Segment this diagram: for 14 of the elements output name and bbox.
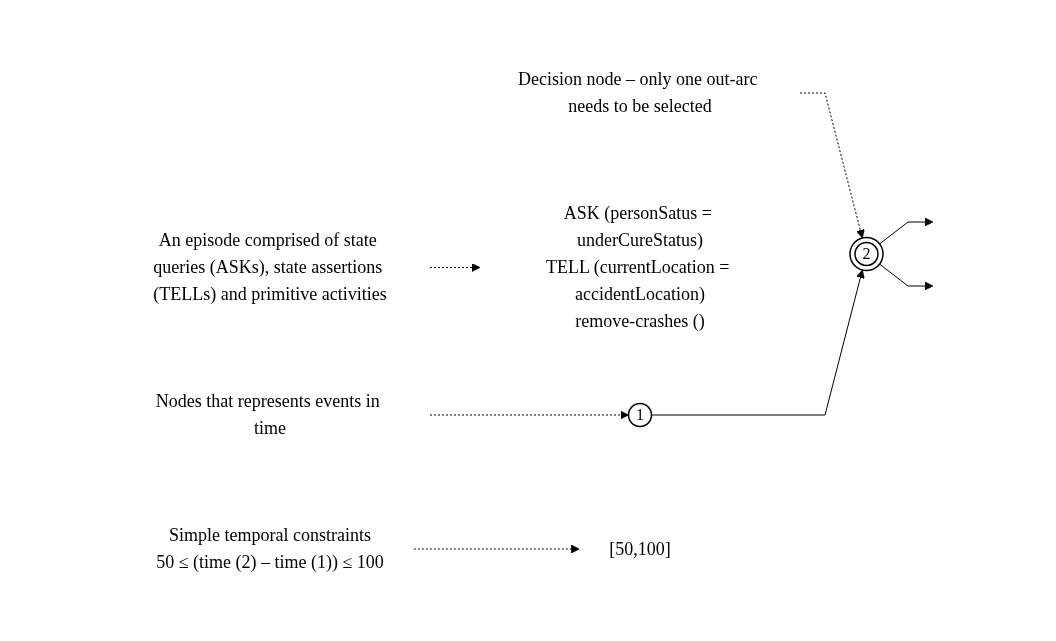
arrow (412, 544, 580, 553)
node-text: ASK (personSatus = underCureStatus) TELL (currentLocation = accidentLocation) remove-crashes () (545, 202, 729, 331)
arrow (878, 263, 933, 290)
arrow (429, 262, 480, 272)
node-text: [50,100] (608, 538, 671, 558)
node-circle: 2 (848, 236, 884, 271)
arrow (878, 217, 933, 244)
node-text: Decision node – only one out-arc needs to be selected (517, 68, 757, 116)
node-text: Nodes that represents events in time (155, 390, 380, 438)
node-text: An episode comprised of state queries (ASKs), state assertions (TELLs) and primitive activities (152, 229, 387, 304)
node-circle: 1 (627, 402, 652, 427)
arrow (799, 92, 865, 238)
arrow (429, 410, 629, 419)
node-text: Simple temporal constraints 50 ≤ (time (2) – time (1)) ≤ 100 (155, 524, 384, 572)
